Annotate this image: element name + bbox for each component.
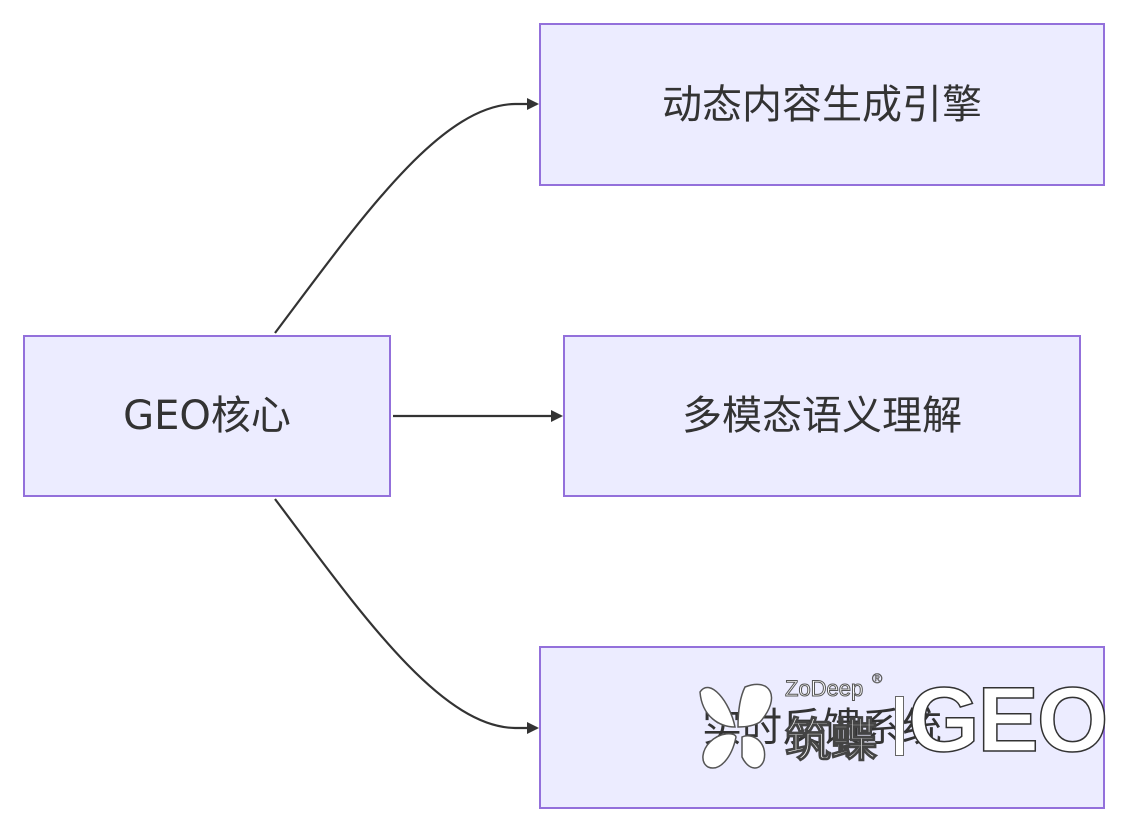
watermark-brand-en: ZoDeep xyxy=(784,676,864,702)
node-geo-core[interactable]: GEO核心 xyxy=(23,335,391,497)
butterfly-logo-icon xyxy=(699,683,773,769)
watermark-brand-cn: 筑蝶 xyxy=(784,712,877,767)
watermark-registered-mark: ® xyxy=(872,670,883,687)
node-multimodal-semantic[interactable]: 多模态语义理解 xyxy=(563,335,1081,497)
watermark-divider xyxy=(895,696,904,756)
edge-core-to-realtime xyxy=(274,498,539,734)
node-geo-core-label: GEO核心 xyxy=(123,393,291,439)
node-dynamic-content-engine[interactable]: 动态内容生成引擎 xyxy=(539,23,1105,186)
edge-core-to-dynamic xyxy=(274,98,539,334)
node-dynamic-content-engine-label: 动态内容生成引擎 xyxy=(662,81,982,128)
watermark: ZoDeep ® 筑蝶 GEO xyxy=(690,668,1110,788)
watermark-product: GEO xyxy=(907,669,1109,771)
node-multimodal-semantic-label: 多模态语义理解 xyxy=(682,393,962,439)
